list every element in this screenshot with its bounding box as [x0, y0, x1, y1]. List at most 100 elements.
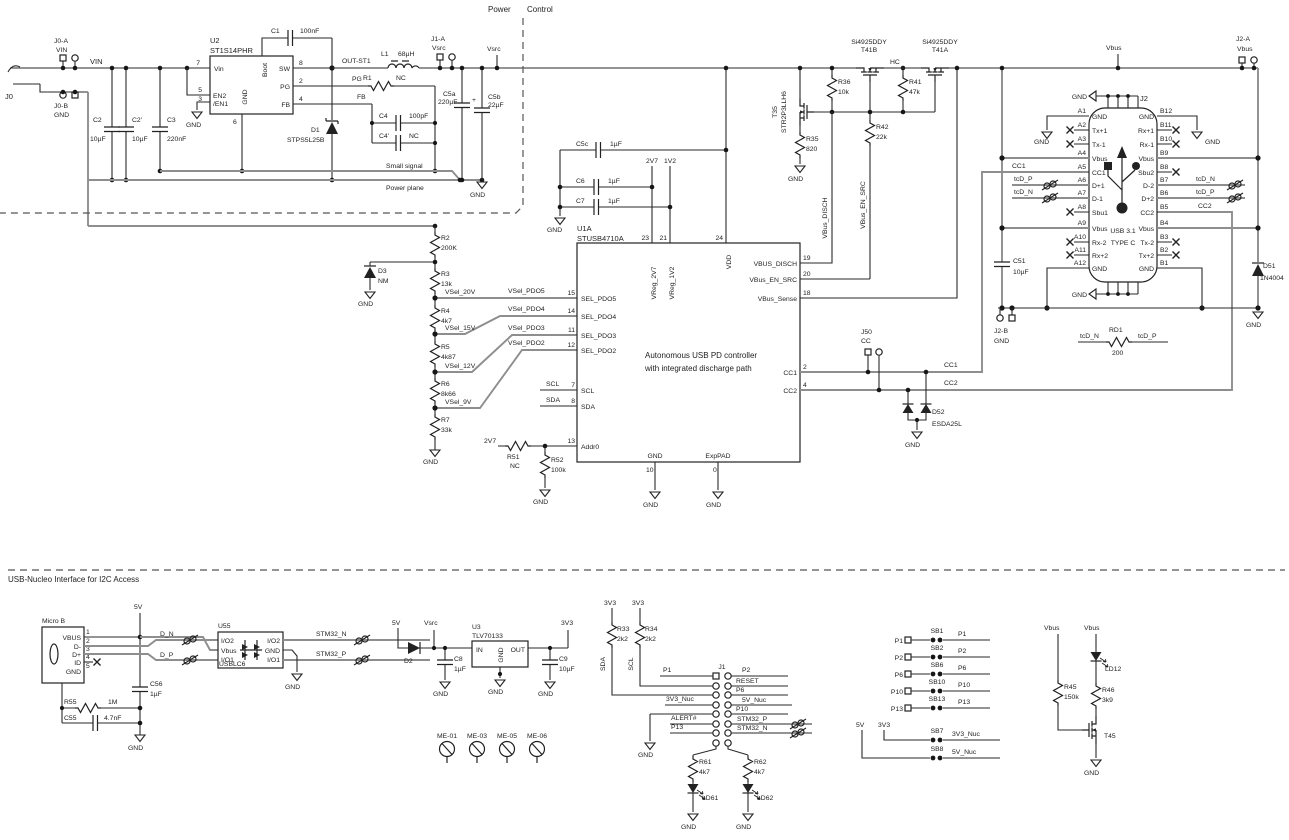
c4p-val: NC: [409, 133, 419, 140]
r51-ref: R51: [507, 454, 520, 461]
j1-header: J1 GND P1 3V3_Nuc ALERT# P13 P2 RESET P6…: [638, 664, 812, 759]
net-sda: SDA: [546, 397, 560, 404]
u2-pin-fb: FB: [281, 102, 290, 109]
c5c-capacitor: [595, 141, 602, 159]
control-region-label: Control: [527, 5, 553, 14]
j2-a3: A3: [1078, 136, 1087, 143]
net-out-st1: OUT-ST1: [342, 58, 371, 65]
d3-ref: D3: [378, 268, 387, 275]
net-vsel-pdo3: VSel_PDO3: [508, 325, 545, 332]
net-tcd-p: tcD_P: [1196, 189, 1215, 196]
u1a-pin-gnd: GND: [647, 453, 662, 460]
c5c-ref: C5c: [576, 141, 589, 148]
c1-ref: C1: [271, 28, 280, 35]
sb13-label: SB13: [929, 696, 946, 703]
u1a-ref: U1A: [577, 224, 592, 233]
me06-label: ME-06: [527, 733, 547, 740]
u1a-num-14: 14: [567, 308, 575, 315]
j2-a5: A5: [1078, 164, 1087, 171]
net-3v3-r34: 3V3: [632, 600, 644, 607]
r52-ref: R52: [551, 457, 564, 464]
j2a-pad-square[interactable]: [1238, 56, 1246, 64]
j2-a9-name: Vbus: [1092, 226, 1108, 233]
ld61-ref: LD61: [702, 795, 718, 802]
j2a-pad-circle[interactable]: [1250, 56, 1258, 64]
c5a-ref: C5a: [443, 91, 456, 98]
r55-resistor: [74, 702, 102, 714]
p6-pad[interactable]: [904, 670, 912, 678]
c5a-val: 220µF: [438, 99, 457, 106]
j0b-net: GND: [54, 112, 69, 119]
r35-val: 820: [806, 146, 818, 153]
j2-b2: B2: [1160, 247, 1169, 254]
u55-io1-l: I/O1: [221, 657, 234, 664]
u1a-pin-cc1: CC1: [783, 370, 797, 377]
j2b-pad-circle[interactable]: [996, 314, 1004, 322]
net-sda-v: SDA: [600, 657, 607, 671]
gnd-label: GND: [1034, 139, 1049, 146]
u1a-num-11: 11: [568, 327, 575, 334]
c2-val: 10µF: [90, 136, 106, 143]
me01-label: ME-01: [437, 733, 457, 740]
net-fb: FB: [357, 94, 366, 101]
j2-b10-name: Rx-1: [1140, 142, 1155, 149]
r3-val: 13k: [441, 281, 453, 288]
u3-pin-out: OUT: [511, 647, 525, 654]
r4-resistor: [429, 304, 441, 332]
net-5v: 5V: [134, 604, 143, 611]
t35-part: STR2P3LLH6: [781, 91, 788, 133]
gnd-label: GND: [128, 745, 143, 752]
j2-a1-name: GND: [1092, 114, 1107, 121]
j1-pin1-pad[interactable]: [712, 672, 720, 680]
c4p-capacitor: [395, 134, 402, 152]
j2b-pad-square[interactable]: [1008, 314, 1016, 322]
u2-buck-regulator: U2 ST1S14PHR Vin EN2 /EN1 GND Boot SW PG…: [0, 5, 856, 214]
net-3v3-ldo: 3V3: [561, 620, 573, 627]
j2-a-pins: GND tcD_P tcD_N A1 A2 A3 A4 A5 A6 A7 A8 …: [999, 108, 1108, 311]
r2-val: 200K: [441, 245, 457, 252]
j0a-pad-circle[interactable]: [71, 54, 79, 62]
j50-pad-circle[interactable]: [875, 348, 883, 356]
net-vbus-stub: Vbus: [1106, 45, 1122, 52]
p1-pad[interactable]: [904, 636, 912, 644]
c3-ref: C3: [167, 117, 176, 124]
net-scl-v: SCL: [628, 657, 635, 670]
net-vsrc-d2: Vsrc: [424, 620, 438, 627]
sb2-label: SB2: [931, 645, 944, 652]
j1a-pad-circle[interactable]: [448, 53, 456, 61]
p10-pad[interactable]: [904, 687, 912, 695]
diff-pair-icon: [1041, 192, 1059, 204]
j1a-pad-square[interactable]: [436, 53, 444, 61]
j2-b7: B7: [1160, 177, 1169, 184]
c9-ref: C9: [559, 656, 568, 663]
u1a-pin-addr: Addr0: [581, 444, 599, 451]
j1-net-3v3nuc: 3V3_Nuc: [666, 696, 695, 703]
r5-val: 4k87: [441, 354, 456, 361]
r5-resistor: [429, 340, 441, 368]
j50-pad-square[interactable]: [864, 348, 872, 356]
p13-pad[interactable]: [904, 704, 912, 712]
j2-a2: A2: [1078, 122, 1087, 129]
diff-pair-icon: [1041, 179, 1059, 191]
gnd-symbol: [1041, 131, 1053, 140]
sb-dots: [930, 637, 943, 711]
ld12-ref: LD12: [1105, 666, 1121, 673]
c55-val: 4.7nF: [104, 715, 121, 722]
r46-val: 3k9: [1102, 697, 1113, 704]
gnd-label: GND: [905, 442, 920, 449]
c1-val: 100nF: [300, 28, 319, 35]
power-input-section: J0 J0-A VIN J0-B GND VIN C2 10µF C2' 10µ…: [5, 38, 210, 226]
diff-pair-icon: [1226, 192, 1244, 204]
u1a-num-8: 8: [571, 398, 575, 405]
u1a-desc2: with integrated discharge path: [644, 364, 752, 373]
u55-vbus-l: Vbus: [221, 648, 237, 655]
u1a-pin-sel3: SEL_PDO3: [581, 333, 616, 340]
j2-b8: B8: [1160, 164, 1169, 171]
net-vsrc: Vsrc: [487, 46, 501, 53]
j0a-pad-square[interactable]: [59, 54, 67, 62]
net-tcd-n: tcD_N: [1196, 176, 1215, 183]
p2-pad[interactable]: [904, 653, 912, 661]
t45-nmos: [1081, 715, 1097, 745]
j1-net-alert: ALERT#: [671, 715, 697, 722]
